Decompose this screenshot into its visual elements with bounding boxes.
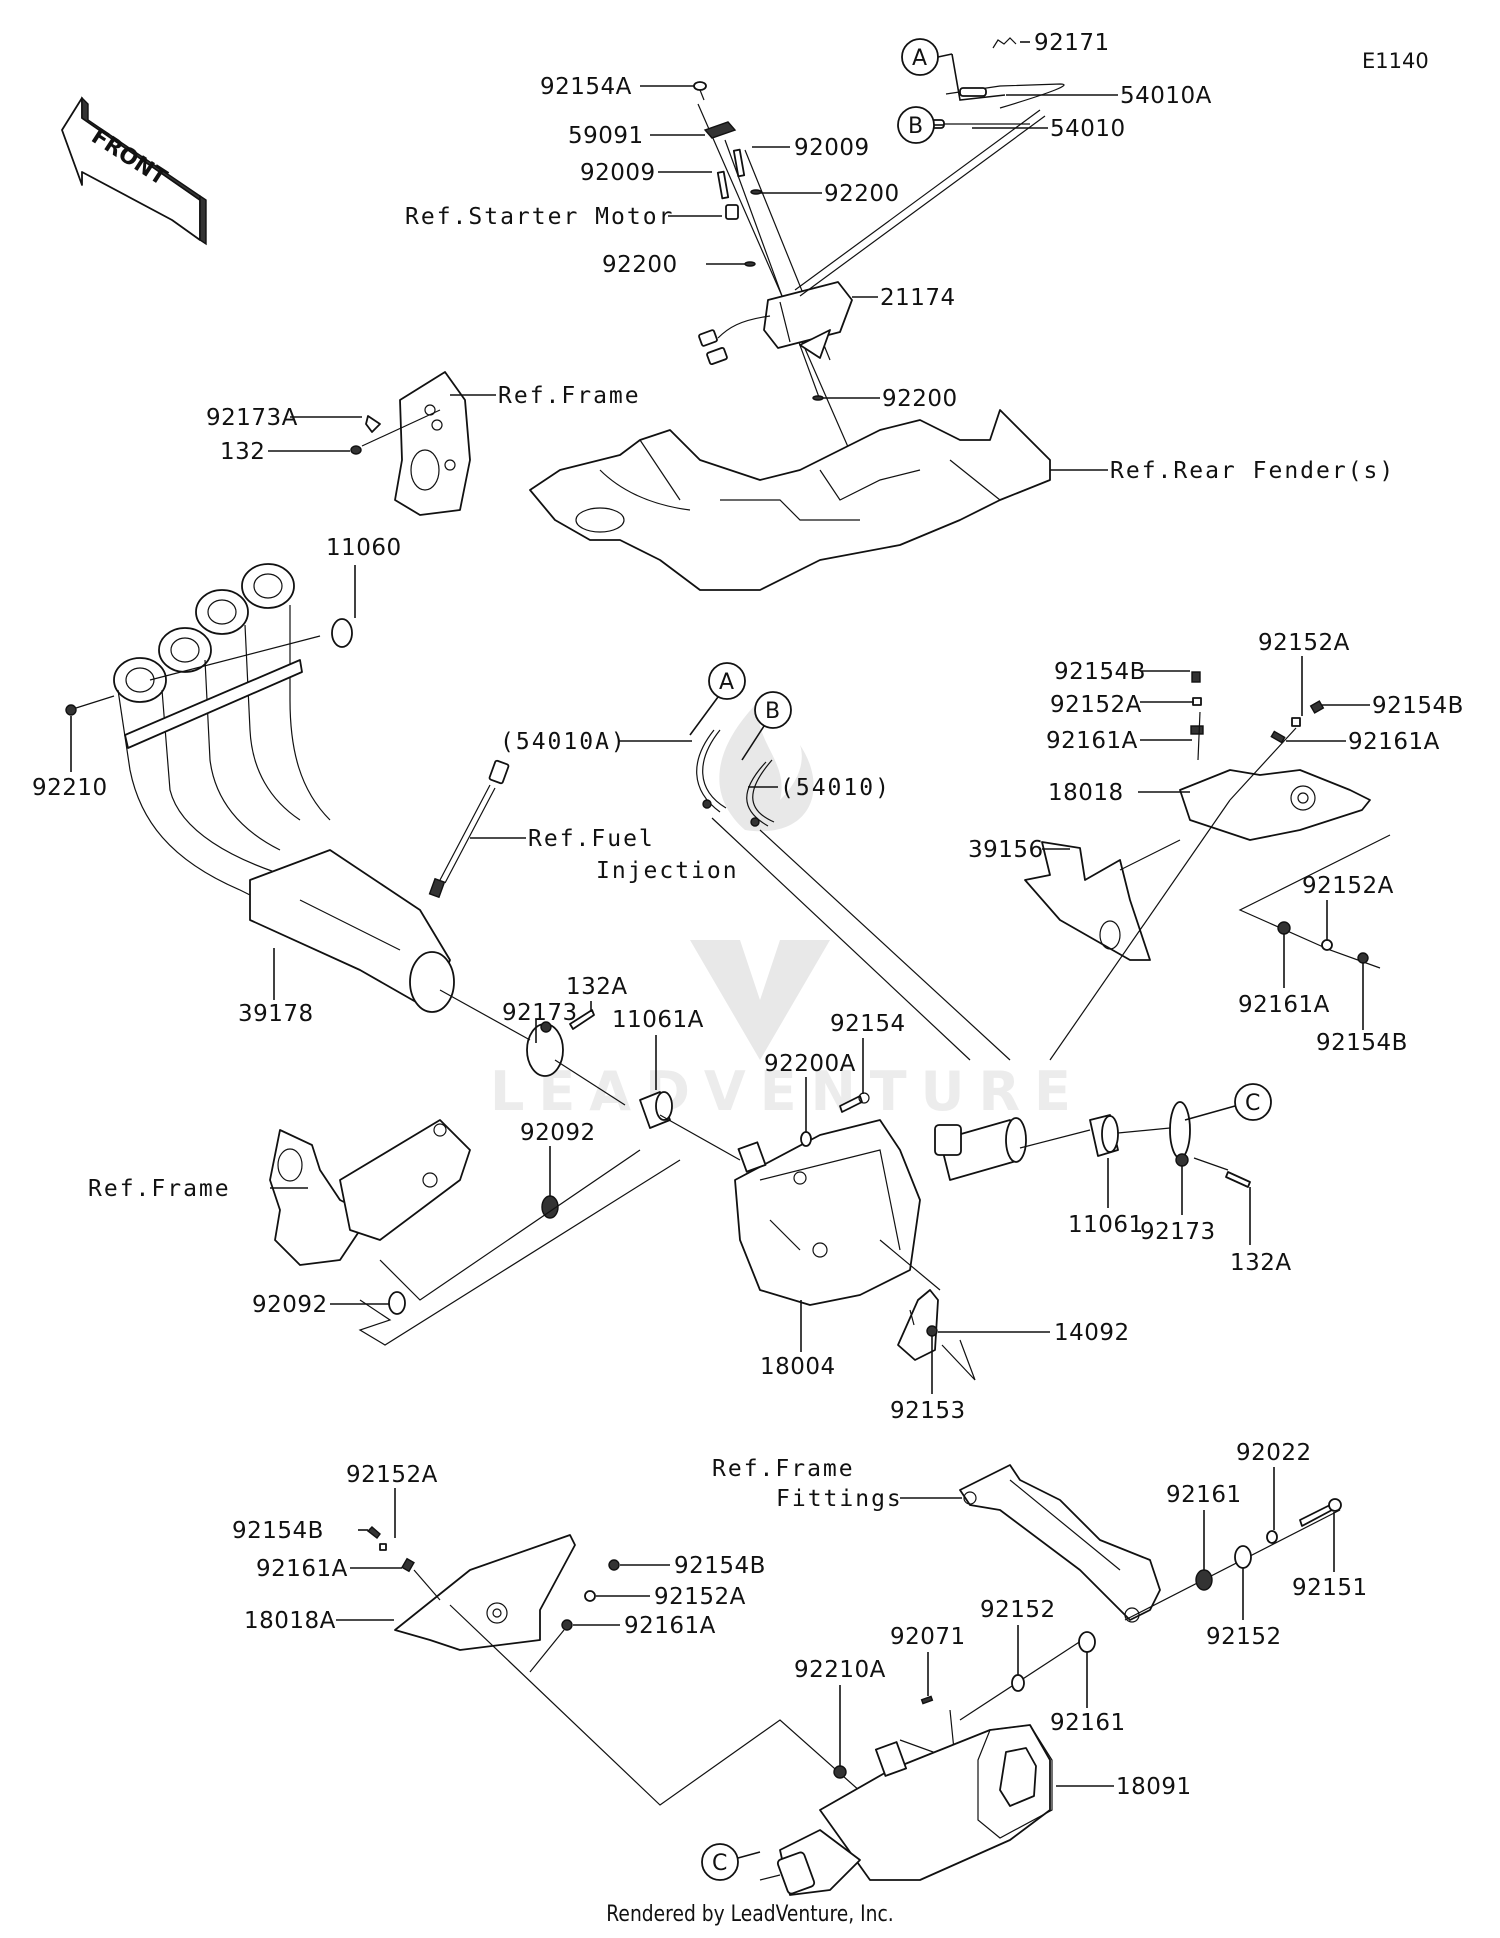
label-92092-lower[interactable]: 92092: [252, 1292, 328, 1318]
label-92009-left[interactable]: 92009: [580, 160, 656, 186]
label-18004[interactable]: 18004: [760, 1354, 836, 1380]
label-ref-frame-mid[interactable]: Ref.Frame: [88, 1176, 231, 1202]
frame-bracket-top: [350, 371, 471, 516]
label-92154B-r3[interactable]: 92154B: [1316, 1030, 1408, 1056]
center-muffler: [734, 1092, 1027, 1306]
footer-credit: Rendered by LeadVenture, Inc.: [606, 1902, 894, 1927]
label-92200-lower[interactable]: 92200: [882, 386, 958, 412]
label-92153[interactable]: 92153: [890, 1398, 966, 1424]
label-ref-frame-fittings-2[interactable]: Fittings: [776, 1486, 903, 1512]
label-ref-rear-fender[interactable]: Ref.Rear Fender(s): [1110, 458, 1395, 484]
label-54010-paren[interactable]: (54010): [780, 775, 891, 801]
svg-text:C: C: [712, 1851, 727, 1876]
label-92154B-r2[interactable]: 92154B: [1372, 693, 1464, 719]
label-ref-fuel-injection-2[interactable]: Injection: [596, 858, 739, 884]
watermark: LEADVENTURE: [490, 700, 1085, 1123]
label-92210A[interactable]: 92210A: [794, 1657, 886, 1683]
cables-lower: [696, 729, 1011, 1061]
label-59091[interactable]: 59091: [568, 123, 644, 149]
label-92092-upper[interactable]: 92092: [520, 1120, 596, 1146]
label-92161A-r2[interactable]: 92161A: [1348, 729, 1440, 755]
cover-14092: [879, 1239, 976, 1381]
svg-text:C: C: [1245, 1091, 1260, 1116]
label-92152A-b1[interactable]: 92152A: [346, 1462, 438, 1488]
label-92161A-r1[interactable]: 92161A: [1046, 728, 1138, 754]
label-54010[interactable]: 54010: [1050, 116, 1126, 142]
label-132[interactable]: 132: [220, 439, 265, 465]
label-ref-frame-fittings-1[interactable]: Ref.Frame: [712, 1456, 855, 1482]
label-132A-right[interactable]: 132A: [1230, 1250, 1292, 1276]
label-92161A-b2[interactable]: 92161A: [624, 1613, 716, 1639]
label-92161-b1[interactable]: 92161: [1166, 1482, 1242, 1508]
label-18018A[interactable]: 18018A: [244, 1608, 336, 1634]
label-92171[interactable]: 92171: [1034, 30, 1110, 56]
label-92152-b1[interactable]: 92152: [1206, 1624, 1282, 1650]
connector-C-right: [1234, 1083, 1272, 1121]
label-92009-right[interactable]: 92009: [794, 135, 870, 161]
rear-fender: [529, 409, 1051, 591]
rear-muffler: [759, 1724, 1053, 1896]
label-54010A[interactable]: 54010A: [1120, 83, 1212, 109]
label-92161-b2[interactable]: 92161: [1050, 1710, 1126, 1736]
label-18018[interactable]: 18018: [1048, 780, 1124, 806]
label-92173-left[interactable]: 92173: [502, 1000, 578, 1026]
label-54010A-paren[interactable]: (54010A): [500, 729, 627, 755]
connector-C-lower: [701, 1843, 739, 1881]
connector-A-lower: [708, 662, 746, 700]
label-92154B-b2[interactable]: 92154B: [674, 1553, 766, 1579]
label-132A-left[interactable]: 132A: [566, 974, 628, 1000]
label-92154B-b1[interactable]: 92154B: [232, 1518, 324, 1544]
label-11060[interactable]: 11060: [326, 535, 402, 561]
label-92151[interactable]: 92151: [1292, 1575, 1368, 1601]
label-92022[interactable]: 92022: [1236, 1440, 1312, 1466]
label-92161A-r3[interactable]: 92161A: [1238, 992, 1330, 1018]
gasket-11061A: [639, 1091, 741, 1161]
watermark-text: LEADVENTURE: [490, 1060, 1085, 1123]
connector-marks: A B A B C C: [689, 38, 1272, 1881]
label-ref-fuel-injection-1[interactable]: Ref.Fuel: [528, 826, 655, 852]
front-arrow-icon: FRONT: [61, 96, 207, 246]
svg-text:B: B: [908, 114, 923, 139]
heat-shield-lower: [366, 1526, 871, 1806]
label-14092[interactable]: 14092: [1054, 1320, 1130, 1346]
label-92152A-r1[interactable]: 92152A: [1050, 692, 1142, 718]
frame-bracket-mid: [269, 1119, 681, 1346]
label-92152A-r3[interactable]: 92152A: [1302, 873, 1394, 899]
label-92154A[interactable]: 92154A: [540, 74, 632, 100]
label-ref-frame-top[interactable]: Ref.Frame: [498, 383, 641, 409]
label-21174[interactable]: 21174: [880, 285, 956, 311]
svg-text:B: B: [765, 699, 780, 724]
label-92161A-b1[interactable]: 92161A: [256, 1556, 348, 1582]
svg-text:A: A: [719, 670, 734, 695]
label-92200-left[interactable]: 92200: [602, 252, 678, 278]
label-92071[interactable]: 92071: [890, 1624, 966, 1650]
label-39156[interactable]: 39156: [968, 837, 1044, 863]
label-39178[interactable]: 39178: [238, 1001, 314, 1027]
label-92152A-r2[interactable]: 92152A: [1258, 630, 1350, 656]
label-ref-starter-motor[interactable]: Ref.Starter Motor: [405, 204, 674, 230]
connector-B-lower: [754, 691, 792, 729]
label-92154[interactable]: 92154: [830, 1011, 906, 1037]
label-92173A[interactable]: 92173A: [206, 405, 298, 431]
label-18091[interactable]: 18091: [1116, 1774, 1192, 1800]
label-92210[interactable]: 92210: [32, 775, 108, 801]
exhaust-header-pipes: [65, 563, 455, 1013]
label-92200A[interactable]: 92200A: [764, 1051, 856, 1077]
clamp-right: [1019, 1101, 1251, 1188]
part-labels: 92171 54010A 54010 92154A 59091 92009 92…: [32, 30, 1464, 1800]
label-92152A-b2[interactable]: 92152A: [654, 1584, 746, 1610]
label-92152-b2[interactable]: 92152: [980, 1597, 1056, 1623]
label-92200-upper[interactable]: 92200: [824, 181, 900, 207]
label-92173-right[interactable]: 92173: [1140, 1219, 1216, 1245]
label-11061A[interactable]: 11061A: [612, 1007, 704, 1033]
diagram-code: E1140: [1362, 49, 1429, 73]
label-92154B-r1[interactable]: 92154B: [1054, 659, 1146, 685]
svg-text:A: A: [912, 46, 927, 71]
o2-sensor: [428, 759, 510, 899]
label-11061[interactable]: 11061: [1068, 1212, 1144, 1238]
leader-lines: [70, 41, 1370, 1787]
